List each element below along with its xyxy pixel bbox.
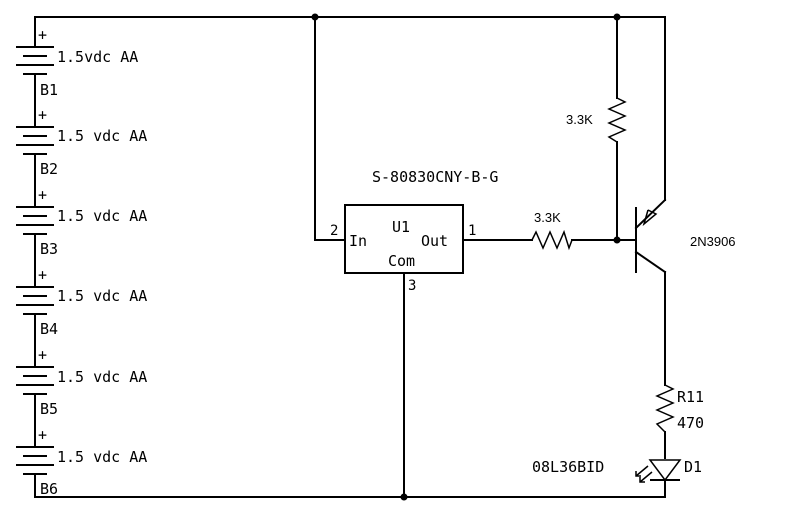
regulator-com-label: Com — [388, 252, 415, 270]
regulator-out-label: Out — [421, 232, 448, 250]
battery-B2: + 1.5 vdc AA B2 — [16, 106, 147, 208]
pin-3-label: 3 — [408, 278, 416, 294]
resistor-top-value: 3.3K — [566, 112, 593, 127]
battery-value-label: 1.5 vdc AA — [57, 287, 147, 305]
battery-ref-label: B1 — [40, 81, 58, 99]
battery-plus-label: + — [38, 106, 47, 124]
battery-ref-label: B5 — [40, 400, 58, 418]
battery-B4: + 1.5 vdc AA B4 — [16, 266, 147, 368]
battery-value-label: 1.5 vdc AA — [57, 448, 147, 466]
battery-ref-label: B3 — [40, 240, 58, 258]
regulator-u1: S-80830CNY-B-G U1 In Out Com 2 1 3 — [330, 168, 498, 294]
battery-B3: + 1.5 vdc AA B3 — [16, 186, 147, 288]
pin-1-label: 1 — [468, 223, 476, 239]
transistor-q: 2N3906 — [634, 198, 736, 274]
battery-ref-label: B2 — [40, 160, 58, 178]
junctions — [311, 13, 621, 501]
led-ref-label: D1 — [684, 458, 702, 476]
resistor-r11-value: 470 — [677, 414, 704, 432]
battery-stack: + 1.5vdc AA B1 + 1.5 vdc AA B2 + 1.5 vdc… — [16, 26, 147, 498]
battery-plus-label: + — [38, 26, 47, 44]
resistor-top: 3.3K — [566, 97, 627, 143]
led-d1: 08L36BID D1 — [532, 458, 702, 483]
battery-B1: + 1.5vdc AA B1 — [16, 26, 138, 128]
led-part-label: 08L36BID — [532, 458, 604, 476]
battery-plus-label: + — [38, 346, 47, 364]
resistor-r11: R11 470 — [655, 384, 704, 433]
battery-value-label: 1.5vdc AA — [57, 48, 138, 66]
transistor-part-label: 2N3906 — [690, 234, 736, 249]
battery-value-label: 1.5 vdc AA — [57, 207, 147, 225]
battery-plus-label: + — [38, 186, 47, 204]
junction-dot — [311, 13, 319, 21]
resistor-r11-ref: R11 — [677, 388, 704, 406]
battery-plus-label: + — [38, 266, 47, 284]
junction-dot — [613, 236, 621, 244]
junction-dot — [400, 493, 408, 501]
battery-ref-label: B4 — [40, 320, 58, 338]
regulator-part-label: S-80830CNY-B-G — [372, 168, 498, 186]
regulator-in-label: In — [349, 232, 367, 250]
wires — [34, 16, 666, 498]
battery-value-label: 1.5 vdc AA — [57, 127, 147, 145]
resistor-base-value: 3.3K — [534, 210, 561, 225]
battery-B5: + 1.5 vdc AA B5 — [16, 346, 147, 448]
battery-ref-label: B6 — [40, 480, 58, 498]
resistor-base: 3.3K — [531, 210, 573, 251]
pin-2-label: 2 — [330, 223, 338, 239]
battery-value-label: 1.5 vdc AA — [57, 368, 147, 386]
junction-dot — [613, 13, 621, 21]
battery-B6: + 1.5 vdc AA B6 — [16, 426, 147, 498]
battery-plus-label: + — [38, 426, 47, 444]
regulator-ref-label: U1 — [392, 218, 410, 236]
